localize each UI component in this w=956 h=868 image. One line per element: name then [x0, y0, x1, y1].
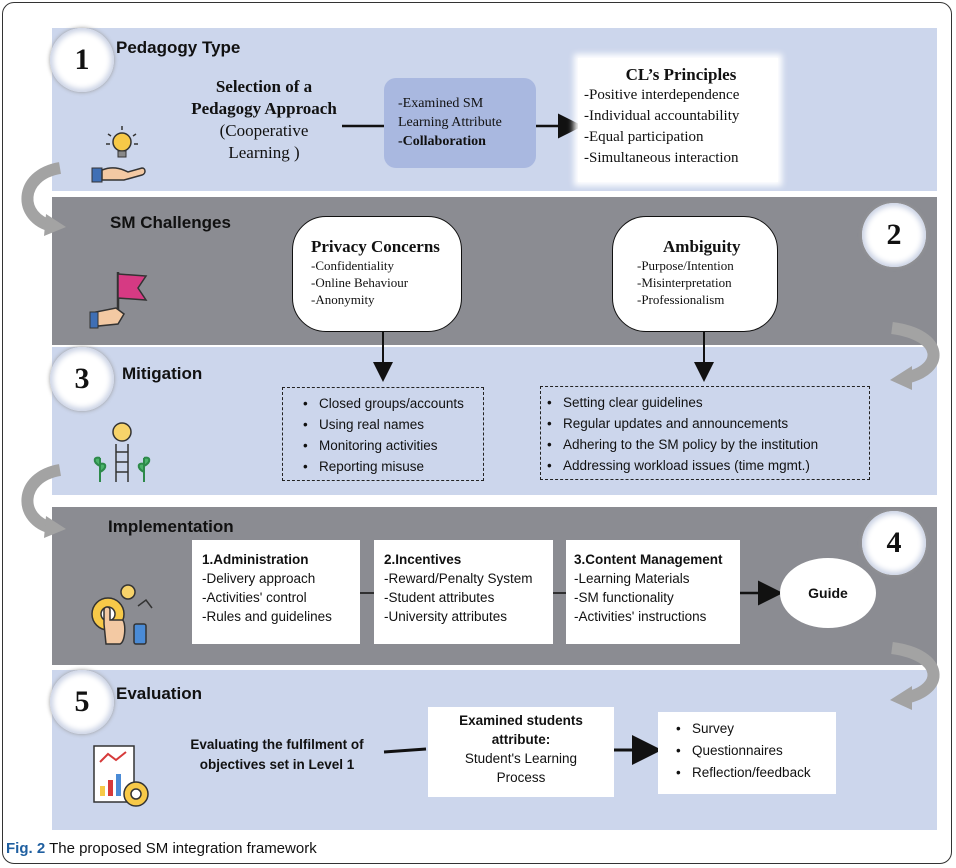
caption-label: Fig. 2 — [6, 840, 46, 857]
mitigation-item: Using real names — [303, 414, 483, 435]
guide-ellipse: Guide — [780, 558, 876, 628]
growth-ladder-icon — [93, 422, 151, 482]
figure-caption: Fig. 2 The proposed SM integration frame… — [6, 840, 317, 857]
mitigation-item: Addressing workload issues (time mgmt.) — [547, 455, 869, 476]
content-management-item: -Activities' instructions — [574, 609, 707, 624]
examined-line-2: Learning Attribute — [398, 115, 502, 130]
incentives-box: 2.Incentives -Reward/Penalty System -Stu… — [374, 540, 553, 644]
incentives-item: -Student attributes — [384, 590, 495, 605]
administration-item: -Rules and guidelines — [202, 609, 332, 624]
selection-line-1: Selection of a — [215, 77, 313, 96]
principle-item: -Equal participation — [584, 129, 704, 145]
content-management-item: -Learning Materials — [574, 571, 690, 586]
caption-text: The proposed SM integration framework — [45, 840, 317, 857]
method-item: •Questionnaires — [676, 743, 783, 758]
administration-title: 1.Administration — [202, 552, 309, 567]
report-gear-icon — [93, 745, 149, 807]
level-title-mitigation: Mitigation — [122, 364, 203, 383]
content-management-title: 3.Content Management — [574, 552, 723, 567]
selection-line-2: Pedagogy Approach — [191, 99, 337, 118]
method-item: •Survey — [676, 721, 735, 736]
curve-arrow-2-3 — [891, 322, 940, 384]
idea-hand-icon — [91, 126, 146, 183]
level-number-4: 4 — [862, 511, 926, 575]
incentives-title: 2.Incentives — [384, 552, 462, 567]
examined-line-3: -Collaboration — [398, 134, 486, 149]
selection-line-3: (Cooperative — [219, 121, 309, 140]
mitigation-item: Setting clear guidelines — [547, 392, 869, 413]
evaluation-methods-box: •Survey •Questionnaires •Reflection/feed… — [658, 712, 836, 794]
privacy-title: Privacy Concerns — [311, 237, 440, 256]
examined-students-line: Process — [496, 770, 546, 785]
examined-students-box: Examined students attribute: Student's L… — [428, 707, 614, 797]
method-label: Reflection/feedback — [692, 765, 811, 780]
privacy-item: -Confidentiality — [311, 258, 395, 273]
ambiguity-item: -Misinterpretation — [637, 275, 732, 290]
content-management-box: 3.Content Management -Learning Materials… — [566, 540, 740, 644]
level-title-challenges: SM Challenges — [110, 213, 231, 232]
privacy-item: -Online Behaviour — [311, 275, 409, 290]
level-number-1: 1 — [50, 28, 114, 92]
mitigation-privacy-list: Closed groups/accounts Using real names … — [282, 387, 484, 481]
mitigation-item: Monitoring activities — [303, 435, 483, 456]
examined-line-1: -Examined SM — [398, 96, 484, 111]
examined-students-line: Student's Learning — [464, 751, 578, 766]
privacy-concerns-oval: Privacy Concerns -Confidentiality -Onlin… — [292, 216, 462, 332]
method-item: •Reflection/feedback — [676, 765, 811, 780]
principle-item: -Simultaneous interaction — [584, 150, 739, 166]
administration-box: 1.Administration -Delivery approach -Act… — [192, 540, 360, 644]
evaluation-objectives-text: Evaluating the fulfilment of objectives … — [168, 735, 386, 775]
ambiguity-title: Ambiguity — [663, 237, 741, 256]
examined-students-line: Examined students — [459, 713, 583, 728]
curve-arrow-3-4 — [21, 464, 62, 534]
incentives-item: -Reward/Penalty System — [384, 571, 533, 586]
incentives-item: -University attributes — [384, 609, 508, 624]
administration-item: -Activities' control — [202, 590, 307, 605]
principle-item: -Positive interdependence — [584, 87, 740, 103]
mitigation-item: Reporting misuse — [303, 456, 483, 477]
level-title-implementation: Implementation — [108, 517, 234, 536]
privacy-item: -Anonymity — [311, 292, 375, 307]
flag-hand-icon — [89, 272, 148, 329]
level-number-5: 5 — [50, 670, 114, 734]
evaluation-line-2: objectives set in Level 1 — [199, 757, 355, 772]
mitigation-item: Adhering to the SM policy by the institu… — [547, 434, 869, 455]
principle-item: -Individual accountability — [584, 108, 740, 124]
level-title-pedagogy: Pedagogy Type — [116, 38, 241, 57]
level-number-3: 3 — [50, 347, 114, 411]
touch-gear-icon — [91, 584, 153, 645]
level-title-evaluation: Evaluation — [116, 684, 202, 703]
band-challenges — [52, 197, 937, 345]
ambiguity-item: -Professionalism — [637, 292, 725, 307]
evaluation-line-1: Evaluating the fulfilment of — [190, 737, 364, 752]
method-label: Questionnaires — [692, 743, 783, 758]
curve-arrow-4-5 — [891, 642, 940, 704]
examined-students-line: attribute: — [491, 732, 551, 747]
pedagogy-selection-text: Selection of a Pedagogy Approach (Cooper… — [190, 76, 338, 164]
curve-arrow-1-2 — [21, 162, 62, 232]
ambiguity-item: -Purpose/Intention — [637, 258, 734, 273]
examined-attribute-box: -Examined SM Learning Attribute -Collabo… — [384, 78, 536, 168]
administration-item: -Delivery approach — [202, 571, 316, 586]
content-management-item: -SM functionality — [574, 590, 674, 605]
principles-title: CL’s Principles — [625, 65, 737, 84]
method-label: Survey — [692, 721, 735, 736]
mitigation-item: Regular updates and announcements — [547, 413, 869, 434]
arrow-eval-to-examined — [383, 747, 427, 754]
ambiguity-oval: Ambiguity -Purpose/Intention -Misinterpr… — [612, 216, 778, 332]
mitigation-ambiguity-list: Setting clear guidelines Regular updates… — [540, 386, 870, 480]
mitigation-item: Closed groups/accounts — [303, 393, 483, 414]
selection-line-4: Learning ) — [228, 143, 300, 162]
cl-principles-box: CL’s Principles -Positive interdependenc… — [578, 58, 778, 182]
level-number-2: 2 — [862, 203, 926, 267]
